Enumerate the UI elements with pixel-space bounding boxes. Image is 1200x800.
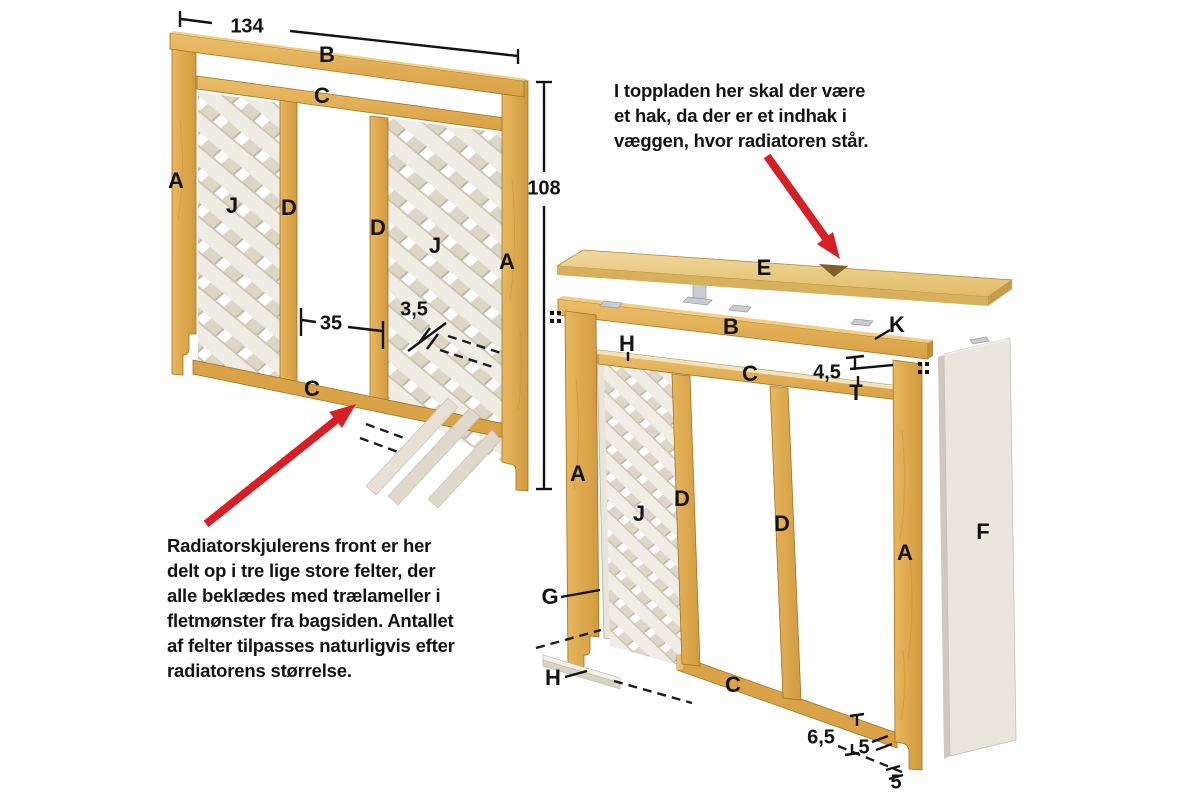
top-plate-notch [819,264,848,277]
front-top-rail [169,31,527,98]
exploded-right-stile [892,359,923,771]
front-cut-lines [359,334,505,454]
front-lattice-left [198,92,280,385]
angle-brackets [599,282,874,327]
front-overflow-slats [365,397,502,509]
front-dim-slat-lines [407,322,447,352]
front-view-illustration [169,11,552,528]
top-plate [555,249,1014,306]
exploded-dim-foot-lines [844,712,904,781]
exploded-view-illustration [535,153,1017,781]
front-stile-grain [177,119,523,411]
front-right-stile [501,77,529,492]
exploded-top-rail [557,296,933,360]
front-dim-height-lines [536,80,552,491]
front-dim-field-lines [299,308,385,349]
exploded-left-stile [564,310,600,669]
leader-lines [560,328,891,679]
hidden-marks [550,311,929,374]
exploded-stile-grain [573,379,913,721]
side-panel [938,336,1017,759]
exploded-mid-stile-left [671,373,701,667]
front-mid-stile-left [279,99,298,385]
exploded-dashed-lines [535,628,903,774]
front-dim-width-lines [178,11,520,64]
red-arrow-notch [763,153,840,259]
exploded-mid-stile-right [769,385,802,701]
front-mid-stile-right [369,115,389,404]
exploded-dim-inset-lines [845,354,894,386]
exploded-lattice [604,359,690,668]
red-arrow-front [203,404,356,528]
front-lattice-right [388,118,502,462]
front-left-stile [171,35,197,376]
